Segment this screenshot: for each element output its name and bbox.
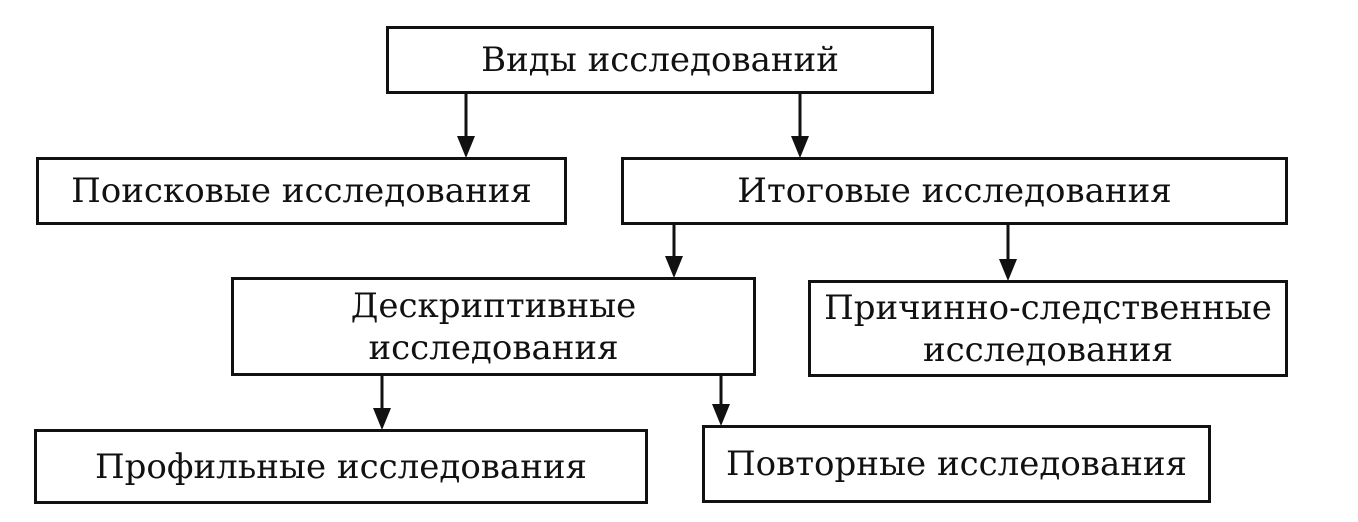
causal-research-label-line1: Причинно-следственные: [824, 287, 1272, 328]
arrow-root-to-search: [457, 93, 475, 158]
descriptive-research-node: Дескриптивные исследования: [231, 277, 756, 376]
repeat-research-label: Повторные исследования: [725, 444, 1187, 484]
arrow-root-to-final: [791, 93, 809, 158]
profile-research-node: Профильные исследования: [34, 429, 648, 504]
profile-research-label: Профильные исследования: [95, 446, 587, 487]
arrow-final-to-causal: [999, 224, 1017, 281]
descriptive-research-label-line2: исследования: [368, 327, 619, 368]
descriptive-research-label-line1: Дескриптивные: [350, 285, 637, 326]
repeat-research-node: Повторные исследования: [702, 425, 1211, 503]
arrow-descriptive-to-profile: [373, 375, 391, 430]
root-label: Виды исследований: [481, 40, 839, 80]
arrow-final-to-descriptive: [665, 224, 683, 278]
arrow-descriptive-to-repeat: [712, 375, 730, 426]
causal-research-node: Причинно-следственные исследования: [808, 280, 1288, 377]
final-research-label: Итоговые исследования: [737, 171, 1172, 211]
search-research-label: Поисковые исследования: [71, 171, 532, 211]
final-research-node: Итоговые исследования: [621, 157, 1288, 225]
search-research-node: Поисковые исследования: [36, 157, 567, 225]
causal-research-label-line2: исследования: [922, 329, 1174, 370]
root-node: Виды исследований: [386, 26, 934, 94]
